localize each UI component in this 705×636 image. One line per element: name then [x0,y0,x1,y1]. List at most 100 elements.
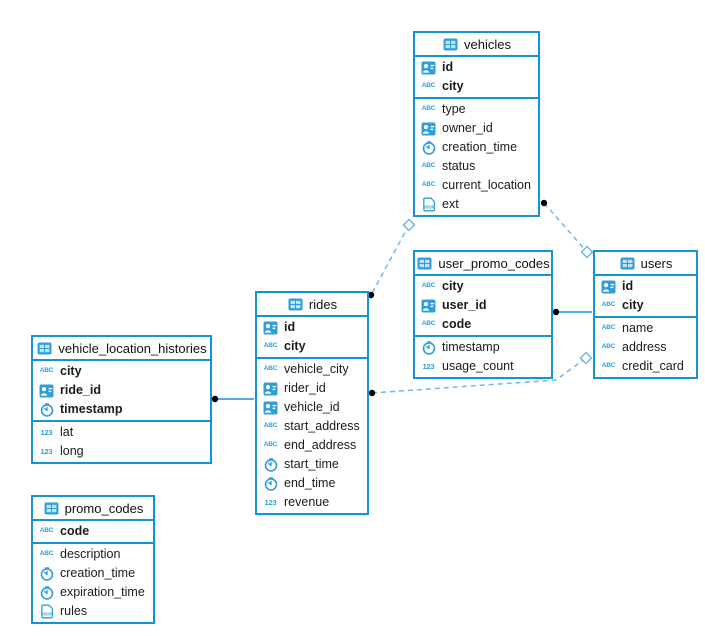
user-id-badge-icon [420,60,437,75]
user-id-badge-icon [38,383,55,398]
user-id-badge-icon [420,298,437,313]
column-name: ext [442,197,459,211]
column-name: id [622,279,634,293]
abc-text-type-icon: ABC [601,362,616,370]
relation-dot-endpoint [540,199,548,207]
clock-timestamp-icon [420,340,437,355]
column-name: long [60,444,84,458]
table-header[interactable]: vehicle_location_histories [33,337,210,361]
column-row[interactable]: ride_id [33,381,210,400]
table-header[interactable]: user_promo_codes [415,252,551,276]
column-name: vehicle_id [284,400,340,414]
column-name: start_time [284,457,339,471]
column-row[interactable]: start_time [257,455,367,474]
abc-text-type-icon: ABC [421,282,436,290]
table-name: user_promo_codes [438,255,550,271]
column-row[interactable]: ABC name [595,319,696,338]
table-header[interactable]: rides [257,293,367,317]
column-name: city [60,364,82,378]
column-row[interactable]: 123 usage_count [415,357,551,376]
column-row[interactable]: 123 lat [33,423,210,442]
abc-text-type-icon: ABC [421,105,436,113]
column-name: user_id [442,298,487,312]
column-row[interactable]: rider_id [257,379,367,398]
column-row[interactable]: id [415,58,538,77]
table-header[interactable]: vehicles [415,33,538,57]
relation-vehicles-rides[interactable] [370,224,410,296]
abc-text-type-icon: ABC [421,320,436,328]
table-icon [43,501,60,516]
column-name: status [442,159,476,173]
column-name: revenue [284,495,330,509]
table-icon [442,37,459,52]
column-name: usage_count [442,359,514,373]
table-header[interactable]: users [595,252,696,276]
json-type-icon: JSON [420,197,437,212]
column-row[interactable]: expiration_time [33,583,153,602]
relation-dot-endpoint [211,395,219,403]
column-row[interactable]: timestamp [33,400,210,419]
column-name: name [622,321,654,335]
relation-rides-users[interactable] [371,357,587,394]
column-row[interactable]: end_time [257,474,367,493]
column-row[interactable]: id [595,277,696,296]
column-name: lat [60,425,74,439]
relation-dot-endpoint [552,308,560,316]
abc-text-type-icon: ABC [263,342,278,350]
clock-timestamp-icon [262,476,279,491]
column-row[interactable]: timestamp [415,338,551,357]
column-row[interactable]: vehicle_id [257,398,367,417]
column-name: current_location [442,178,531,192]
column-row[interactable]: creation_time [415,138,538,157]
abc-text-type-icon: ABC [263,441,278,449]
numeric-123-type-icon: 123 [422,361,435,371]
user-id-badge-icon [262,381,279,396]
column-name: id [442,60,454,74]
table-name: vehicle_location_histories [58,340,207,356]
relation-vehicles-users[interactable] [543,202,588,253]
column-name: start_address [284,419,360,433]
column-row[interactable]: owner_id [415,119,538,138]
column-name: creation_time [60,566,136,580]
column-row[interactable]: creation_time [33,564,153,583]
column-row[interactable]: JSON ext [415,195,538,214]
column-row[interactable]: user_id [415,296,551,315]
abc-text-type-icon: ABC [601,324,616,332]
numeric-123-type-icon: 123 [40,427,53,437]
table-icon [416,256,433,271]
column-name: timestamp [442,340,500,354]
column-row[interactable]: id [257,318,367,337]
column-name: end_time [284,476,336,490]
table-header[interactable]: promo_codes [33,497,153,521]
